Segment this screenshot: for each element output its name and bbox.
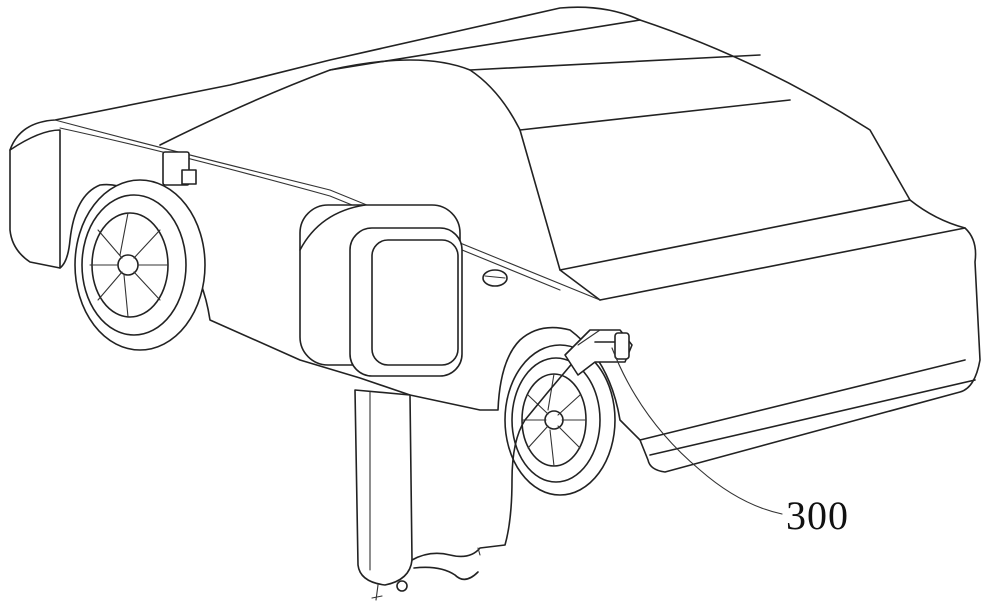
front-wheel: [74, 179, 206, 351]
reference-numeral: 300: [786, 493, 849, 538]
rear-wheel: [504, 344, 616, 496]
charging-plug: [564, 329, 633, 376]
charging-cable: [411, 359, 576, 581]
vehicle-body: [9, 6, 981, 473]
charging-robot: [299, 204, 463, 601]
leader-line: [611, 347, 783, 515]
